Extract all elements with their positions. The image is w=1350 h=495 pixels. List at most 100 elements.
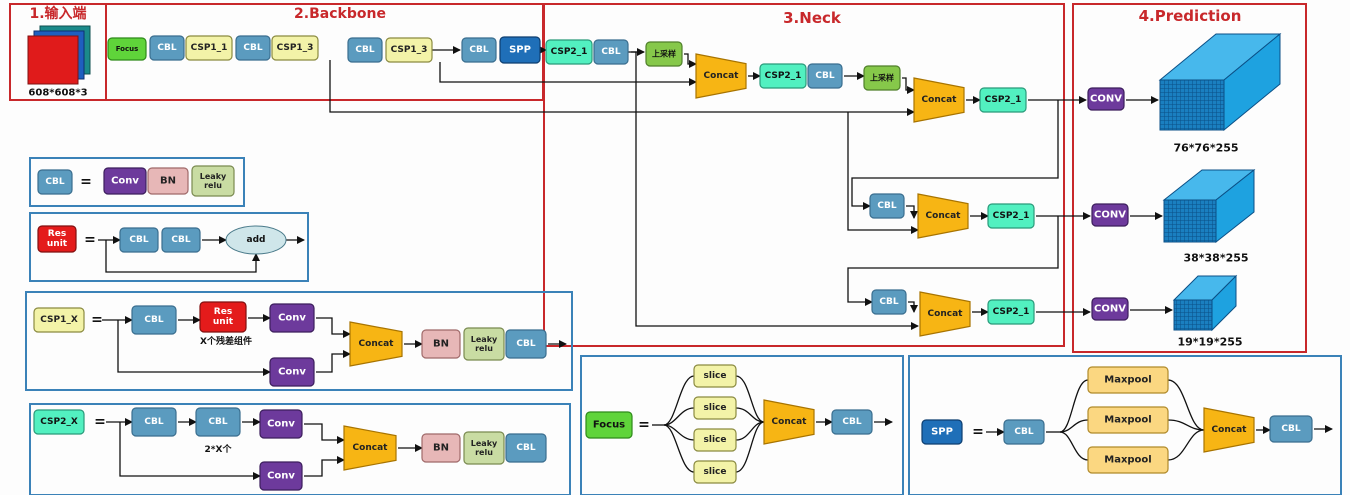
spp-legend-frame	[908, 355, 1342, 495]
section-title-prediction: 4.Prediction	[1139, 7, 1242, 25]
block-label: Leaky	[471, 439, 498, 448]
block-label: CSP2_1	[765, 71, 802, 81]
block-shape	[33, 307, 85, 333]
csp1-block: CSP1_3	[385, 37, 433, 63]
connector-arrow	[304, 423, 345, 444]
connector-branch	[663, 424, 695, 473]
block-shape	[107, 37, 147, 61]
conv-block: CONV	[1087, 87, 1125, 111]
cbl-block: CBL	[119, 227, 159, 253]
cube-front	[1159, 79, 1225, 131]
connector-arrow	[847, 216, 1059, 306]
output-size-19: 19*19*255	[1177, 336, 1242, 349]
connector-branch	[735, 421, 765, 473]
block-shape	[693, 460, 737, 484]
connector-arrow	[628, 51, 919, 330]
cube-front	[1163, 199, 1217, 243]
block-shape	[259, 461, 303, 491]
csp1-block: CSP1_3	[271, 35, 319, 61]
block-label: CSP2_1	[551, 47, 588, 57]
block-shape	[499, 36, 541, 64]
equals-sign: =	[91, 312, 103, 328]
connector-arrow	[329, 60, 915, 116]
block-label: relu	[475, 344, 493, 353]
caption-x-res: X个残差组件	[200, 335, 252, 347]
connector-branch	[663, 375, 695, 426]
cbl-block: CBL	[149, 35, 185, 61]
block-label: Leaky	[471, 335, 498, 344]
concat-label: Concat	[772, 417, 808, 427]
block-label: CONV	[1094, 210, 1126, 221]
block-label: CBL	[877, 201, 896, 211]
block-shape	[693, 364, 737, 388]
block-label: CSP1_1	[191, 43, 228, 53]
block-label: CSP1_X	[40, 315, 78, 325]
cbl-block: CBL	[131, 407, 177, 437]
block-label: relu	[204, 181, 222, 190]
focus-block: Focus	[107, 37, 147, 61]
connector-arrow	[119, 422, 261, 480]
block-shape	[149, 35, 185, 61]
block-shape	[545, 39, 593, 65]
block-label: slice	[704, 467, 727, 477]
slice-block: slice	[693, 428, 737, 452]
csp1-legend-frame	[25, 291, 573, 391]
block-label: CBL	[129, 235, 148, 245]
block-shape	[593, 39, 629, 65]
block-label: CBL	[516, 443, 535, 453]
block-shape	[259, 409, 303, 439]
block-shape	[131, 407, 177, 437]
block-shape	[987, 299, 1035, 325]
output-cube-medium	[1162, 168, 1256, 244]
concat-shape	[763, 399, 815, 445]
block-shape	[33, 409, 85, 435]
cbl-block: CBL	[831, 409, 873, 435]
cbl-block: CBL	[37, 169, 73, 195]
block-label: 上采样	[870, 73, 894, 83]
csp2x-block: CSP2_X	[33, 409, 85, 435]
block-label: CBL	[469, 45, 488, 55]
concat-shape	[1203, 407, 1255, 453]
block-label: Conv	[267, 471, 295, 482]
maxpool-block: Maxpool	[1087, 406, 1169, 434]
cbl-block: CBL	[807, 63, 843, 89]
block-label: Conv	[278, 313, 306, 324]
csp2-block: CSP2_1	[987, 203, 1035, 229]
block-shape	[1269, 415, 1313, 443]
block-shape	[505, 433, 547, 463]
block-label: CBL	[879, 297, 898, 307]
block-label: CSP2_1	[985, 95, 1022, 105]
block-shape	[921, 419, 963, 445]
concat-shape	[343, 425, 397, 471]
section-title-backbone: 2.Backbone	[294, 6, 386, 22]
block-shape	[1003, 419, 1045, 445]
block-label: CBL	[355, 45, 374, 55]
block-shape	[269, 357, 315, 387]
conv-block: Conv	[259, 409, 303, 439]
connector-branch	[1059, 419, 1089, 433]
block-shape	[693, 396, 737, 420]
connector-branch	[1059, 431, 1089, 461]
block-shape	[147, 167, 189, 195]
block-shape	[191, 165, 235, 197]
block-label: CSP2_X	[40, 417, 78, 427]
input-image-layer	[27, 35, 79, 85]
csp1-block: CSP1_1	[185, 35, 233, 61]
block-label: Maxpool	[1104, 455, 1151, 466]
block-shape	[987, 203, 1035, 229]
cbl-block: CBL	[505, 329, 547, 359]
cbl-block: CBL	[161, 227, 201, 253]
cube-front	[1173, 299, 1213, 331]
block-label: Maxpool	[1104, 375, 1151, 386]
connector-arrow	[316, 350, 351, 373]
cbl-block: CBL	[871, 289, 907, 315]
concat-block: Concat	[1203, 407, 1255, 453]
cbl-block: CBL	[505, 433, 547, 463]
block-shape	[693, 428, 737, 452]
block-shape	[585, 411, 633, 439]
block-label: BN	[433, 339, 449, 350]
conv-block: Conv	[103, 167, 147, 195]
